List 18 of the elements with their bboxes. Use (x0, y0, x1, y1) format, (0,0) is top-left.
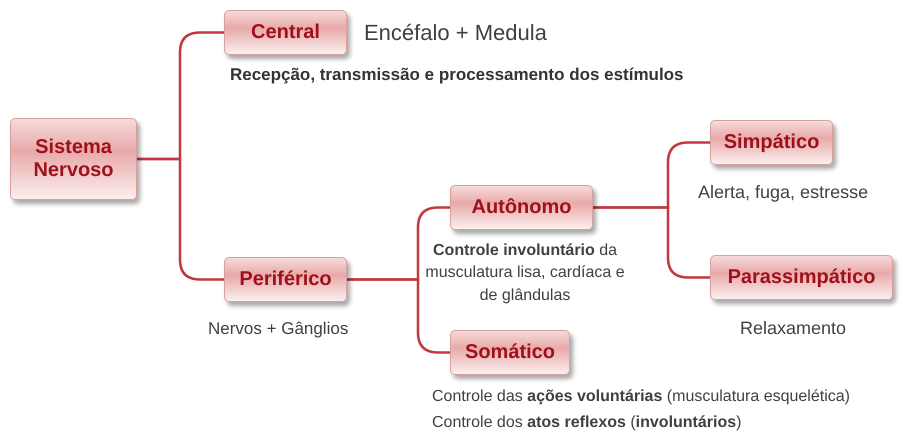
description-text: Controle dos atos reflexos (involuntários) (432, 413, 742, 433)
description-text: Encéfalo + Medula (364, 19, 547, 47)
description-text: Nervos + Gânglios (208, 318, 348, 340)
description-text: Controle das ações voluntárias (musculatura esquelética) (432, 387, 850, 407)
connector-line (593, 206, 710, 279)
connector-line (347, 278, 450, 354)
description-text: Recepção, transmissão e processamento dos estímulos (230, 64, 684, 86)
category-box: Autônomo (450, 185, 593, 230)
category-box: Sistema Nervoso (10, 118, 137, 200)
connector-line (137, 158, 224, 281)
description-text: Controle involuntário da musculatura lisa, cardíaca e de glândulas (425, 241, 625, 306)
description-text: Relaxamento (740, 317, 846, 340)
category-box: Central (224, 10, 347, 55)
description-text: Alerta, fuga, estresse (698, 181, 868, 204)
category-box: Somático (450, 330, 570, 375)
category-box: Periférico (224, 257, 347, 302)
category-box: Parassimpático (710, 255, 893, 300)
category-box: Simpático (710, 120, 833, 165)
